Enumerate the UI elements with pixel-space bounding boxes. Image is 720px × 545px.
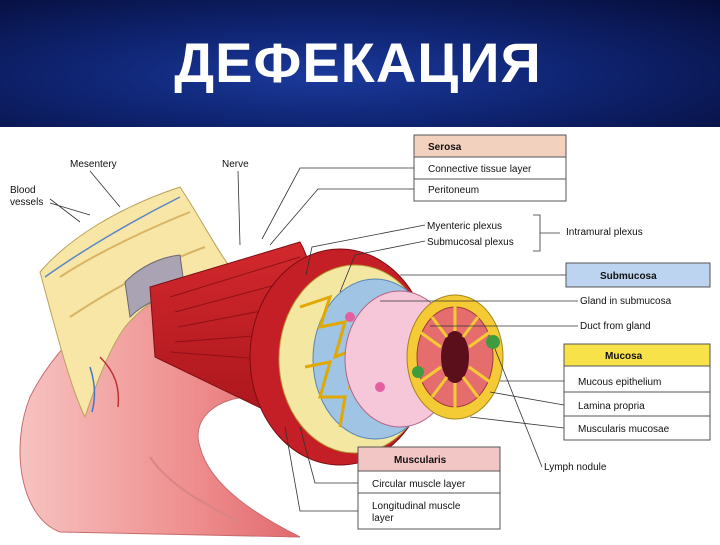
serosa-box: Serosa Connective tissue layer Peritoneu… <box>413 134 567 202</box>
mucosa-header: Mucosa <box>605 351 643 362</box>
lymph-nodule-dot-2 <box>412 366 424 378</box>
leader-blood <box>49 198 91 223</box>
label-duct: Duct from gland <box>580 321 651 332</box>
mucosa-row-2: Lamina propria <box>578 401 645 412</box>
title-banner: ДЕФЕКАЦИЯ <box>0 0 720 127</box>
leader-muscularis-mucosae <box>469 416 565 429</box>
submucosa-header: Submucosa <box>600 271 657 282</box>
leader-mesentery <box>89 170 121 208</box>
leader-peritoneum <box>269 188 414 246</box>
leader-nerve <box>237 170 241 246</box>
intestine-wall-diagram: Mesentery Nerve Blood vessels Serosa Con… <box>10 134 711 538</box>
mucosa-box: Mucosa Mucous epithelium Lamina propria … <box>563 343 711 441</box>
mesentery-vessel <box>59 211 191 278</box>
muscularis-row-2b: layer <box>372 513 394 524</box>
plexus-bracket <box>533 214 560 252</box>
label-intramural: Intramural plexus <box>566 227 643 238</box>
label-nerve: Nerve <box>222 159 249 170</box>
leader-submucosal <box>339 240 426 293</box>
blue-vessel <box>44 196 181 278</box>
muscularis-row-2a: Longitudinal muscle <box>372 501 461 512</box>
mucosa-row-3: Muscularis mucosae <box>578 424 670 435</box>
submucosa-box: Submucosa <box>565 262 711 288</box>
lumen <box>441 331 469 383</box>
serosa-header: Serosa <box>428 142 462 153</box>
label-myenteric: Myenteric plexus <box>427 221 502 232</box>
leader-circular <box>299 426 358 484</box>
blood-vessel-red <box>99 356 120 408</box>
label-gland: Gland in submucosa <box>580 296 672 307</box>
label-mesentery: Mesentery <box>70 159 117 170</box>
leader-lymph <box>494 348 543 468</box>
label-blood-2: vessels <box>10 197 43 208</box>
diagram-area: Mesentery Nerve Blood vessels Serosa Con… <box>0 127 720 540</box>
serosa-row-2: Peritoneum <box>428 185 479 196</box>
gland-dot-2 <box>375 382 385 392</box>
label-lymph: Lymph nodule <box>544 462 607 473</box>
leader-longitudinal <box>284 426 358 512</box>
mucosa-row-1: Mucous epithelium <box>578 377 661 388</box>
lymph-nodule-dot <box>486 335 500 349</box>
villi <box>419 305 491 409</box>
muscularis-box: Muscularis Circular muscle layer Longitu… <box>357 446 501 530</box>
serosa-row-1: Connective tissue layer <box>428 164 532 175</box>
label-blood-1: Blood <box>10 185 36 196</box>
muscularis-header: Muscularis <box>394 455 447 466</box>
label-submucosal: Submucosal plexus <box>427 237 514 248</box>
muscle-stripes <box>169 256 309 363</box>
gland-dot <box>345 312 355 322</box>
leader-connective <box>261 167 414 240</box>
gut-fold <box>149 456 241 523</box>
leader-myenteric <box>305 224 426 276</box>
muscularis-row-1: Circular muscle layer <box>372 479 466 490</box>
blood-vessel-blue <box>89 366 96 413</box>
leader-lamina <box>489 391 565 406</box>
slide-title: ДЕФЕКАЦИЯ <box>174 31 542 94</box>
intestine-illustration <box>19 186 504 538</box>
